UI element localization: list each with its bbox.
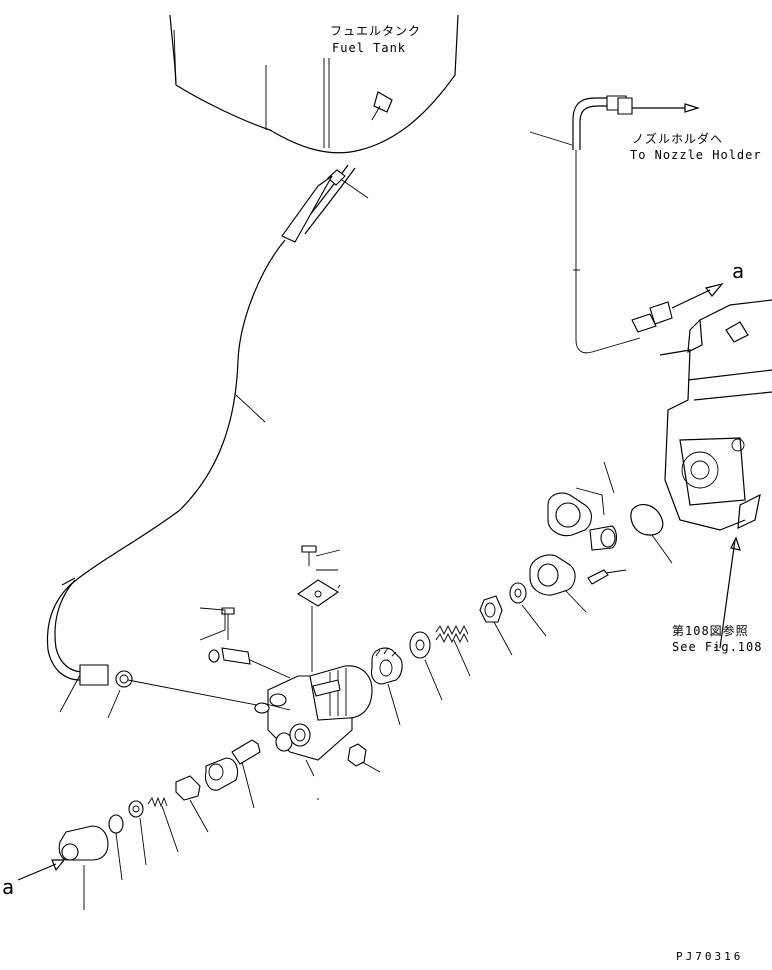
fuel-tank: [169, 14, 459, 154]
connector-a-top: a: [732, 259, 746, 283]
hose-leaders: [59, 179, 369, 719]
fuel-tank-label-jp: フュエルタンク: [330, 24, 422, 38]
nozzle-holder-label-jp: ノズルホルダヘ: [632, 132, 724, 146]
ref-figure-label-jp: 第108図参照: [672, 624, 749, 638]
pump-body: [254, 665, 381, 800]
ref-figure-label-en: See Fig.108: [672, 640, 763, 654]
pump-top-parts: [199, 545, 341, 679]
pump-front-parts: [17, 739, 261, 910]
nozzle-pipe: [529, 95, 724, 354]
pump-end-parts: [370, 461, 673, 726]
fuel-hose: [46, 164, 356, 709]
connector-a-bottom: a: [2, 875, 16, 899]
drawing-code: PJ70316: [676, 950, 744, 963]
engine-bracket: [659, 299, 772, 649]
nozzle-holder-label-en: To Nozzle Holder: [630, 148, 762, 162]
reference-arrow: [713, 645, 719, 649]
fuel-tank-label-en: Fuel Tank: [332, 41, 407, 55]
